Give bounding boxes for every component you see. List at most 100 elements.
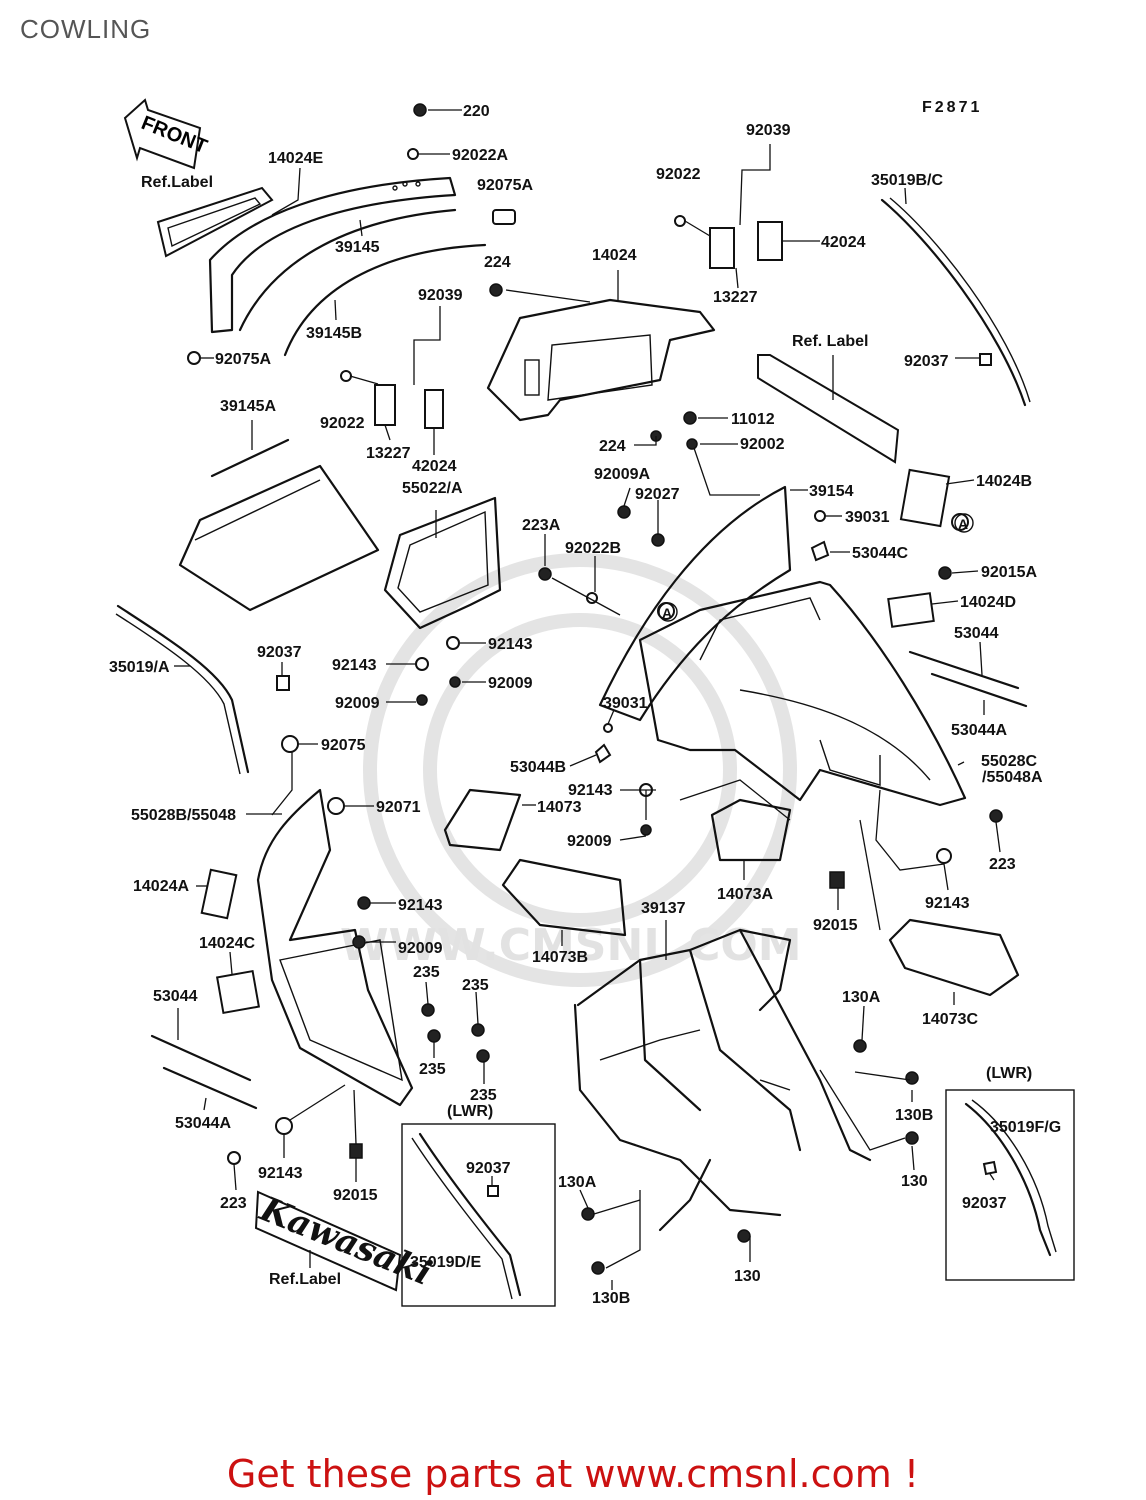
label-39137: 39137	[641, 900, 686, 917]
part-14024B-grill	[899, 468, 951, 528]
label-130B-1: 130B	[895, 1107, 933, 1124]
label-92143-2: 92143	[332, 657, 377, 674]
ref-label-plate-right	[757, 354, 900, 464]
part-meter-housing	[178, 464, 380, 612]
label-92143-4: 92143	[925, 895, 970, 912]
label-130-1: 130	[901, 1173, 928, 1190]
label-92075A-2: 92075A	[215, 351, 271, 368]
label-92143-5: 92143	[398, 897, 443, 914]
label-235-1: 235	[413, 964, 440, 981]
label-92009-1: 92009	[488, 675, 533, 692]
label-39145: 39145	[335, 239, 380, 256]
label-92037-1: 92037	[904, 353, 949, 370]
label-130-2: 130	[734, 1268, 761, 1285]
label-ref-label-3: Ref.Label	[269, 1271, 341, 1288]
label-92075A-1: 92075A	[477, 177, 533, 194]
part-55028B-lower-cowl	[256, 788, 414, 1107]
hardware-fasteners	[187, 103, 1003, 1275]
label-92002: 92002	[740, 436, 785, 453]
lwr-box-left	[401, 1123, 556, 1307]
label-53044C: 53044C	[852, 545, 908, 562]
lwr-label-right: (LWR)	[986, 1065, 1032, 1082]
label-92022-2: 92022	[656, 166, 701, 183]
label-92015A: 92015A	[981, 564, 1037, 581]
part-39145	[238, 208, 457, 332]
label-39154: 39154	[809, 483, 854, 500]
label-42024-1: 42024	[412, 458, 457, 475]
label-39145A: 39145A	[220, 398, 276, 415]
label-ref-label-1: Ref.Label	[141, 174, 213, 191]
part-14024A-grill	[200, 868, 238, 920]
label-14073: 14073	[537, 799, 582, 816]
part-14024	[486, 298, 716, 422]
label-235-2: 235	[462, 977, 489, 994]
part-92037-lwr-left	[487, 1185, 499, 1197]
part-35019BC	[880, 198, 1027, 407]
part-35019A	[116, 604, 250, 774]
label-92015-2: 92015	[333, 1187, 378, 1204]
label-14024A: 14024A	[133, 878, 189, 895]
label-224-2: 224	[599, 438, 626, 455]
leader-lines	[174, 109, 1001, 1290]
label-92037-3: 92037	[466, 1160, 511, 1177]
label-92015-1: 92015	[813, 917, 858, 934]
part-14073C-duct	[888, 918, 1020, 997]
label-53044-1: 53044	[954, 625, 999, 642]
part-14024C-grill	[215, 969, 261, 1015]
label-92143-3: 92143	[568, 782, 613, 799]
svg-text:A: A	[958, 516, 968, 532]
label-92039-1: 92039	[418, 287, 463, 304]
label-92009A: 92009A	[594, 466, 650, 483]
part-39154-windshield	[598, 485, 792, 722]
label-42024-2: 42024	[821, 234, 866, 251]
part-14073A-duct	[710, 798, 792, 862]
label-92075: 92075	[321, 737, 366, 754]
watermark: WWW.CMSNL.COM	[340, 553, 802, 987]
label-39031-2: 39031	[603, 695, 648, 712]
part-55028C-upper-cowl	[638, 580, 967, 807]
label-92022-1: 92022	[320, 415, 365, 432]
label-14024: 14024	[592, 247, 637, 264]
label-92039-2: 92039	[746, 122, 791, 139]
part-14073-duct	[443, 788, 522, 852]
label-92009-3: 92009	[567, 833, 612, 850]
label-14024D: 14024D	[960, 594, 1016, 611]
label-224-1: 224	[484, 254, 511, 271]
front-arrow-icon: FRONT	[123, 98, 210, 170]
label-13227-2: 13227	[713, 289, 758, 306]
part-14073B-duct	[501, 858, 627, 937]
part-labels: 220 92022A 14024E Ref.Label 92075A 39145…	[109, 103, 1061, 1307]
footer-promo-link[interactable]: Get these parts at www.cmsnl.com !	[226, 1452, 920, 1496]
part-35019FG	[964, 1102, 1052, 1257]
label-14073B: 14073B	[532, 949, 588, 966]
label-39031-1: 39031	[845, 509, 890, 526]
label-223-2: 223	[220, 1195, 247, 1212]
ref-label-plate	[156, 186, 274, 258]
label-53044-2: 53044	[153, 988, 198, 1005]
label-92027: 92027	[635, 486, 680, 503]
lwr-label-left: (LWR)	[447, 1103, 493, 1120]
label-13227-1: 13227	[366, 445, 411, 462]
lwr-box-right	[945, 1089, 1075, 1281]
label-130A-2: 130A	[558, 1174, 597, 1191]
page-title: COWLING	[20, 14, 152, 44]
label-55028C: 55028C	[981, 753, 1037, 770]
label-35019DE: 35019D/E	[410, 1254, 481, 1271]
label-92022B: 92022B	[565, 540, 621, 557]
part-53044A-left	[162, 1066, 258, 1110]
label-11012: 11012	[731, 411, 775, 428]
label-92009-4: 92009	[398, 940, 443, 957]
label-92071: 92071	[376, 799, 421, 816]
part-14024E	[208, 176, 457, 334]
label-39145B: 39145B	[306, 325, 362, 342]
label-55022A: 55022/A	[402, 480, 463, 497]
label-53044A-2: 53044A	[175, 1115, 231, 1132]
label-55028B: 55028B/55048	[131, 807, 236, 824]
label-14024C: 14024C	[199, 935, 255, 952]
part-53044-right	[908, 650, 1020, 690]
label-235-4: 235	[470, 1087, 497, 1104]
label-220: 220	[463, 103, 490, 120]
label-223A: 223A	[522, 517, 561, 534]
label-223-1: 223	[989, 856, 1016, 873]
part-39145A	[210, 438, 290, 478]
